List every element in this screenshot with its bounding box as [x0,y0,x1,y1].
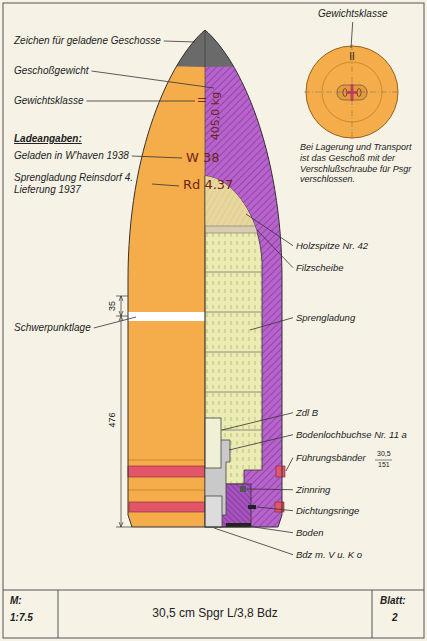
driving-band-section [275,502,284,512]
title-divider [58,590,59,638]
part-label: Zeichen für geladene Geschosse [14,35,161,47]
leader-line [229,435,293,450]
weight-marking: 405,0 kg [209,92,222,140]
part-label: Holzspitze Nr. 42 [296,240,368,251]
part-label: Gewichtsklasse [318,8,387,20]
band-dimension: 151 [378,461,390,469]
title-rule [3,590,424,591]
base-fuze [205,496,222,527]
centre-of-gravity-band [128,312,205,321]
section-heading: Ladeangaben: [14,133,82,145]
note-label: Sprengladung Reinsdorf 4. Lieferung 1937 [14,172,149,196]
leader-line [257,507,293,511]
frame [3,3,424,638]
leader-line [214,528,293,555]
sheet-number: 2 [392,612,398,624]
part-label: Bodenlochbuchse Nr. 11 a [296,429,407,440]
leader-line [246,214,293,246]
band-dimension: 30,5 [377,450,391,458]
shell-outline [128,30,282,527]
leader-line [240,525,293,533]
part-label: Schwerpunktlage [14,322,91,334]
leader-line [257,230,293,268]
part-label: Dichtungsringe [296,505,359,516]
loading-marking: W 38 [186,150,220,166]
tin-ring [240,486,246,492]
part-label: Zinnring [296,484,330,495]
dimension-lines [116,296,132,527]
leader-line [164,41,195,42]
driving-band-section [276,466,285,477]
leader-line [286,458,293,471]
leader-line [132,156,182,158]
part-label: Führungsbänder [296,452,366,463]
shell-outside [128,30,205,527]
weight-class-marking: II [197,97,209,103]
scale-value: 1:7.5 [10,612,33,624]
title-divider [372,590,373,638]
leader-line [247,489,293,491]
leader-line [222,413,293,430]
leader-line [86,101,195,102]
scale-heading: M: [10,595,22,607]
note-text: Bei Lagerung und Transport ist das Gesch… [300,142,420,185]
driving-band [128,466,205,477]
dimension-label: 476 [107,412,118,427]
weight-class-marking: II [349,51,355,63]
loading-marking: Rd 4.37 [183,177,233,193]
leader-line [351,22,353,48]
part-label: Sprengladung [296,312,355,323]
part-label: Geschoßgewicht [14,65,88,77]
felt-disk [205,226,265,233]
part-label: Bdz m. V u. K o [296,549,362,560]
sheet-heading: Blatt: [380,595,406,607]
leader-line [94,317,136,328]
note-label: Geladen in W'haven 1938 [14,150,129,162]
part-label: Zdl B [296,407,318,418]
leader-line [152,184,179,186]
sealing-ring [248,505,256,509]
part-label: Filzscheibe [296,262,344,273]
part-label: Boden [296,527,323,538]
drawing-title: 30,5 cm Spgr L/3,8 Bdz [152,606,277,620]
part-label: Gewichtsklasse [14,95,83,107]
driving-band [129,502,205,512]
leader-line [250,318,293,330]
dimension-label: 35 [107,301,118,311]
fuze-booster [205,418,221,468]
leader-line [91,71,214,88]
shell-wall-section [205,30,282,527]
